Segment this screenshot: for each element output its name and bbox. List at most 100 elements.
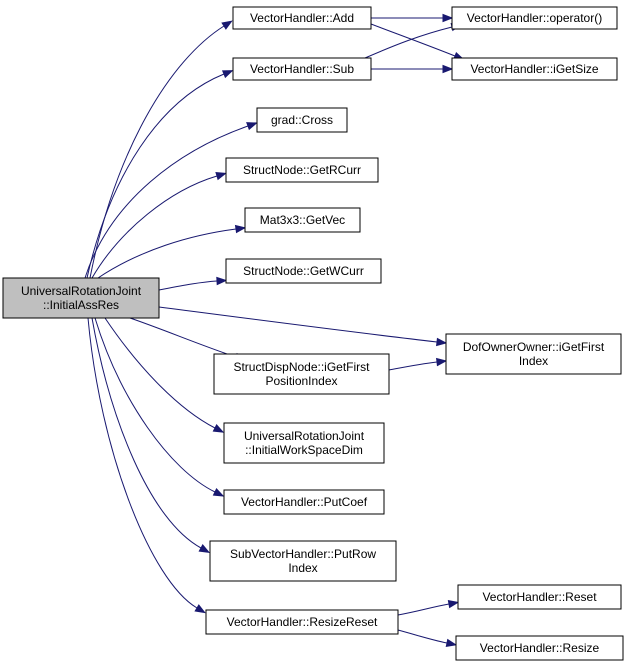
arrowhead-icon <box>212 488 225 497</box>
node-label: ::InitialAssRes <box>43 298 119 312</box>
node-getwcurr[interactable]: StructNode::GetWCurr <box>225 258 382 284</box>
edge-line <box>388 361 438 371</box>
node-box <box>457 584 622 610</box>
node-label: StructNode::GetWCurr <box>243 264 364 278</box>
arrowhead-icon <box>221 70 234 79</box>
arrowhead-icon <box>198 544 211 553</box>
node-getrcurr[interactable]: StructNode::GetRCurr <box>225 157 379 183</box>
node-label: UniversalRotationJoint <box>244 429 365 443</box>
node-box <box>225 258 382 284</box>
edge-line <box>158 280 218 291</box>
edges-layer <box>84 13 465 648</box>
edge-line <box>91 175 218 279</box>
node-box <box>451 6 618 30</box>
node-label: StructDispNode::iGetFirst <box>233 360 370 374</box>
edge-line <box>397 629 448 644</box>
node-box <box>256 107 348 133</box>
edge-line <box>104 317 216 429</box>
edge-line <box>129 317 237 358</box>
node-box <box>232 6 372 30</box>
edge-root-to-putrow <box>91 317 211 553</box>
edge-sub-to-igetsize <box>371 64 454 74</box>
arrowhead-icon <box>194 604 206 614</box>
edge-line <box>89 25 225 279</box>
edge-line <box>158 306 438 343</box>
arrowhead-icon <box>246 122 258 131</box>
node-label: SubVectorHandler::PutRow <box>230 547 376 561</box>
edge-line <box>94 317 216 493</box>
node-resizereset[interactable]: VectorHandler::ResizeReset <box>205 609 399 635</box>
node-label: grad::Cross <box>271 113 333 127</box>
node-label: VectorHandler::PutCoef <box>241 495 368 509</box>
arrowhead-icon <box>436 357 448 367</box>
node-sub[interactable]: VectorHandler::Sub <box>232 57 372 81</box>
nodes-layer: UniversalRotationJoint::InitialAssResVec… <box>2 6 624 661</box>
node-box <box>451 57 618 81</box>
node-reset[interactable]: VectorHandler::Reset <box>457 584 622 610</box>
node-add[interactable]: VectorHandler::Add <box>232 6 372 30</box>
edge-add-to-operator <box>371 13 454 23</box>
edge-root-to-getvec <box>97 224 247 279</box>
edge-add-to-igetsize <box>370 23 465 60</box>
node-operator[interactable]: VectorHandler::operator() <box>451 6 618 30</box>
node-box <box>213 353 390 395</box>
edge-root-to-sub <box>86 70 234 279</box>
node-box <box>205 609 399 635</box>
node-label: Mat3x3::GetVec <box>260 213 345 227</box>
node-resize[interactable]: VectorHandler::Resize <box>455 635 624 661</box>
node-label: StructNode::GetRCurr <box>243 163 361 177</box>
node-box <box>2 277 160 319</box>
edge-line <box>87 317 198 609</box>
edge-line <box>370 23 456 57</box>
node-label: DofOwnerOwner::iGetFirst <box>463 340 605 354</box>
node-label: VectorHandler::Reset <box>482 590 597 604</box>
edge-root-to-cross <box>84 122 258 279</box>
arrowhead-icon <box>436 337 448 347</box>
arrowhead-icon <box>442 64 454 74</box>
edge-resizereset-to-reset <box>397 599 460 616</box>
edge-root-to-dofowner <box>158 306 448 347</box>
edge-line <box>91 317 202 549</box>
node-box <box>223 422 385 464</box>
edge-line <box>84 125 249 279</box>
arrowhead-icon <box>447 599 460 609</box>
node-igetsize[interactable]: VectorHandler::iGetSize <box>451 57 618 81</box>
edge-line <box>86 73 225 279</box>
node-box <box>244 207 361 233</box>
node-root[interactable]: UniversalRotationJoint::InitialAssRes <box>2 277 160 319</box>
arrowhead-icon <box>212 424 225 433</box>
edge-root-to-resizereset <box>87 317 206 614</box>
node-label: VectorHandler::Resize <box>480 641 600 655</box>
edge-root-to-getwcurr <box>158 276 228 291</box>
arrowhead-icon <box>221 20 233 30</box>
node-label: VectorHandler::iGetSize <box>470 62 598 76</box>
arrowhead-icon <box>215 172 227 181</box>
edge-root-to-workspace <box>104 317 225 433</box>
arrowhead-icon <box>445 638 458 648</box>
node-box <box>225 157 379 183</box>
node-label: VectorHandler::ResizeReset <box>227 615 378 629</box>
node-box <box>223 489 385 515</box>
node-box <box>209 540 397 582</box>
node-label: Index <box>519 354 548 368</box>
edge-root-to-add <box>89 20 233 279</box>
node-label: PositionIndex <box>265 374 337 388</box>
arrowhead-icon <box>216 276 228 286</box>
edge-root-to-getrcurr <box>91 172 227 279</box>
node-putcoef[interactable]: VectorHandler::PutCoef <box>223 489 385 515</box>
node-workspace[interactable]: UniversalRotationJoint::InitialWorkSpace… <box>223 422 385 464</box>
node-label: VectorHandler::operator() <box>467 11 602 25</box>
edge-line <box>397 603 450 616</box>
edge-line <box>97 228 237 279</box>
edge-line <box>364 26 453 59</box>
node-label: Index <box>288 561 317 575</box>
node-cross[interactable]: grad::Cross <box>256 107 348 133</box>
arrowhead-icon <box>234 224 247 234</box>
node-getvec[interactable]: Mat3x3::GetVec <box>244 207 361 233</box>
edge-structdisp-to-dofowner <box>388 357 448 371</box>
node-label: ::InitialWorkSpaceDim <box>245 443 363 457</box>
